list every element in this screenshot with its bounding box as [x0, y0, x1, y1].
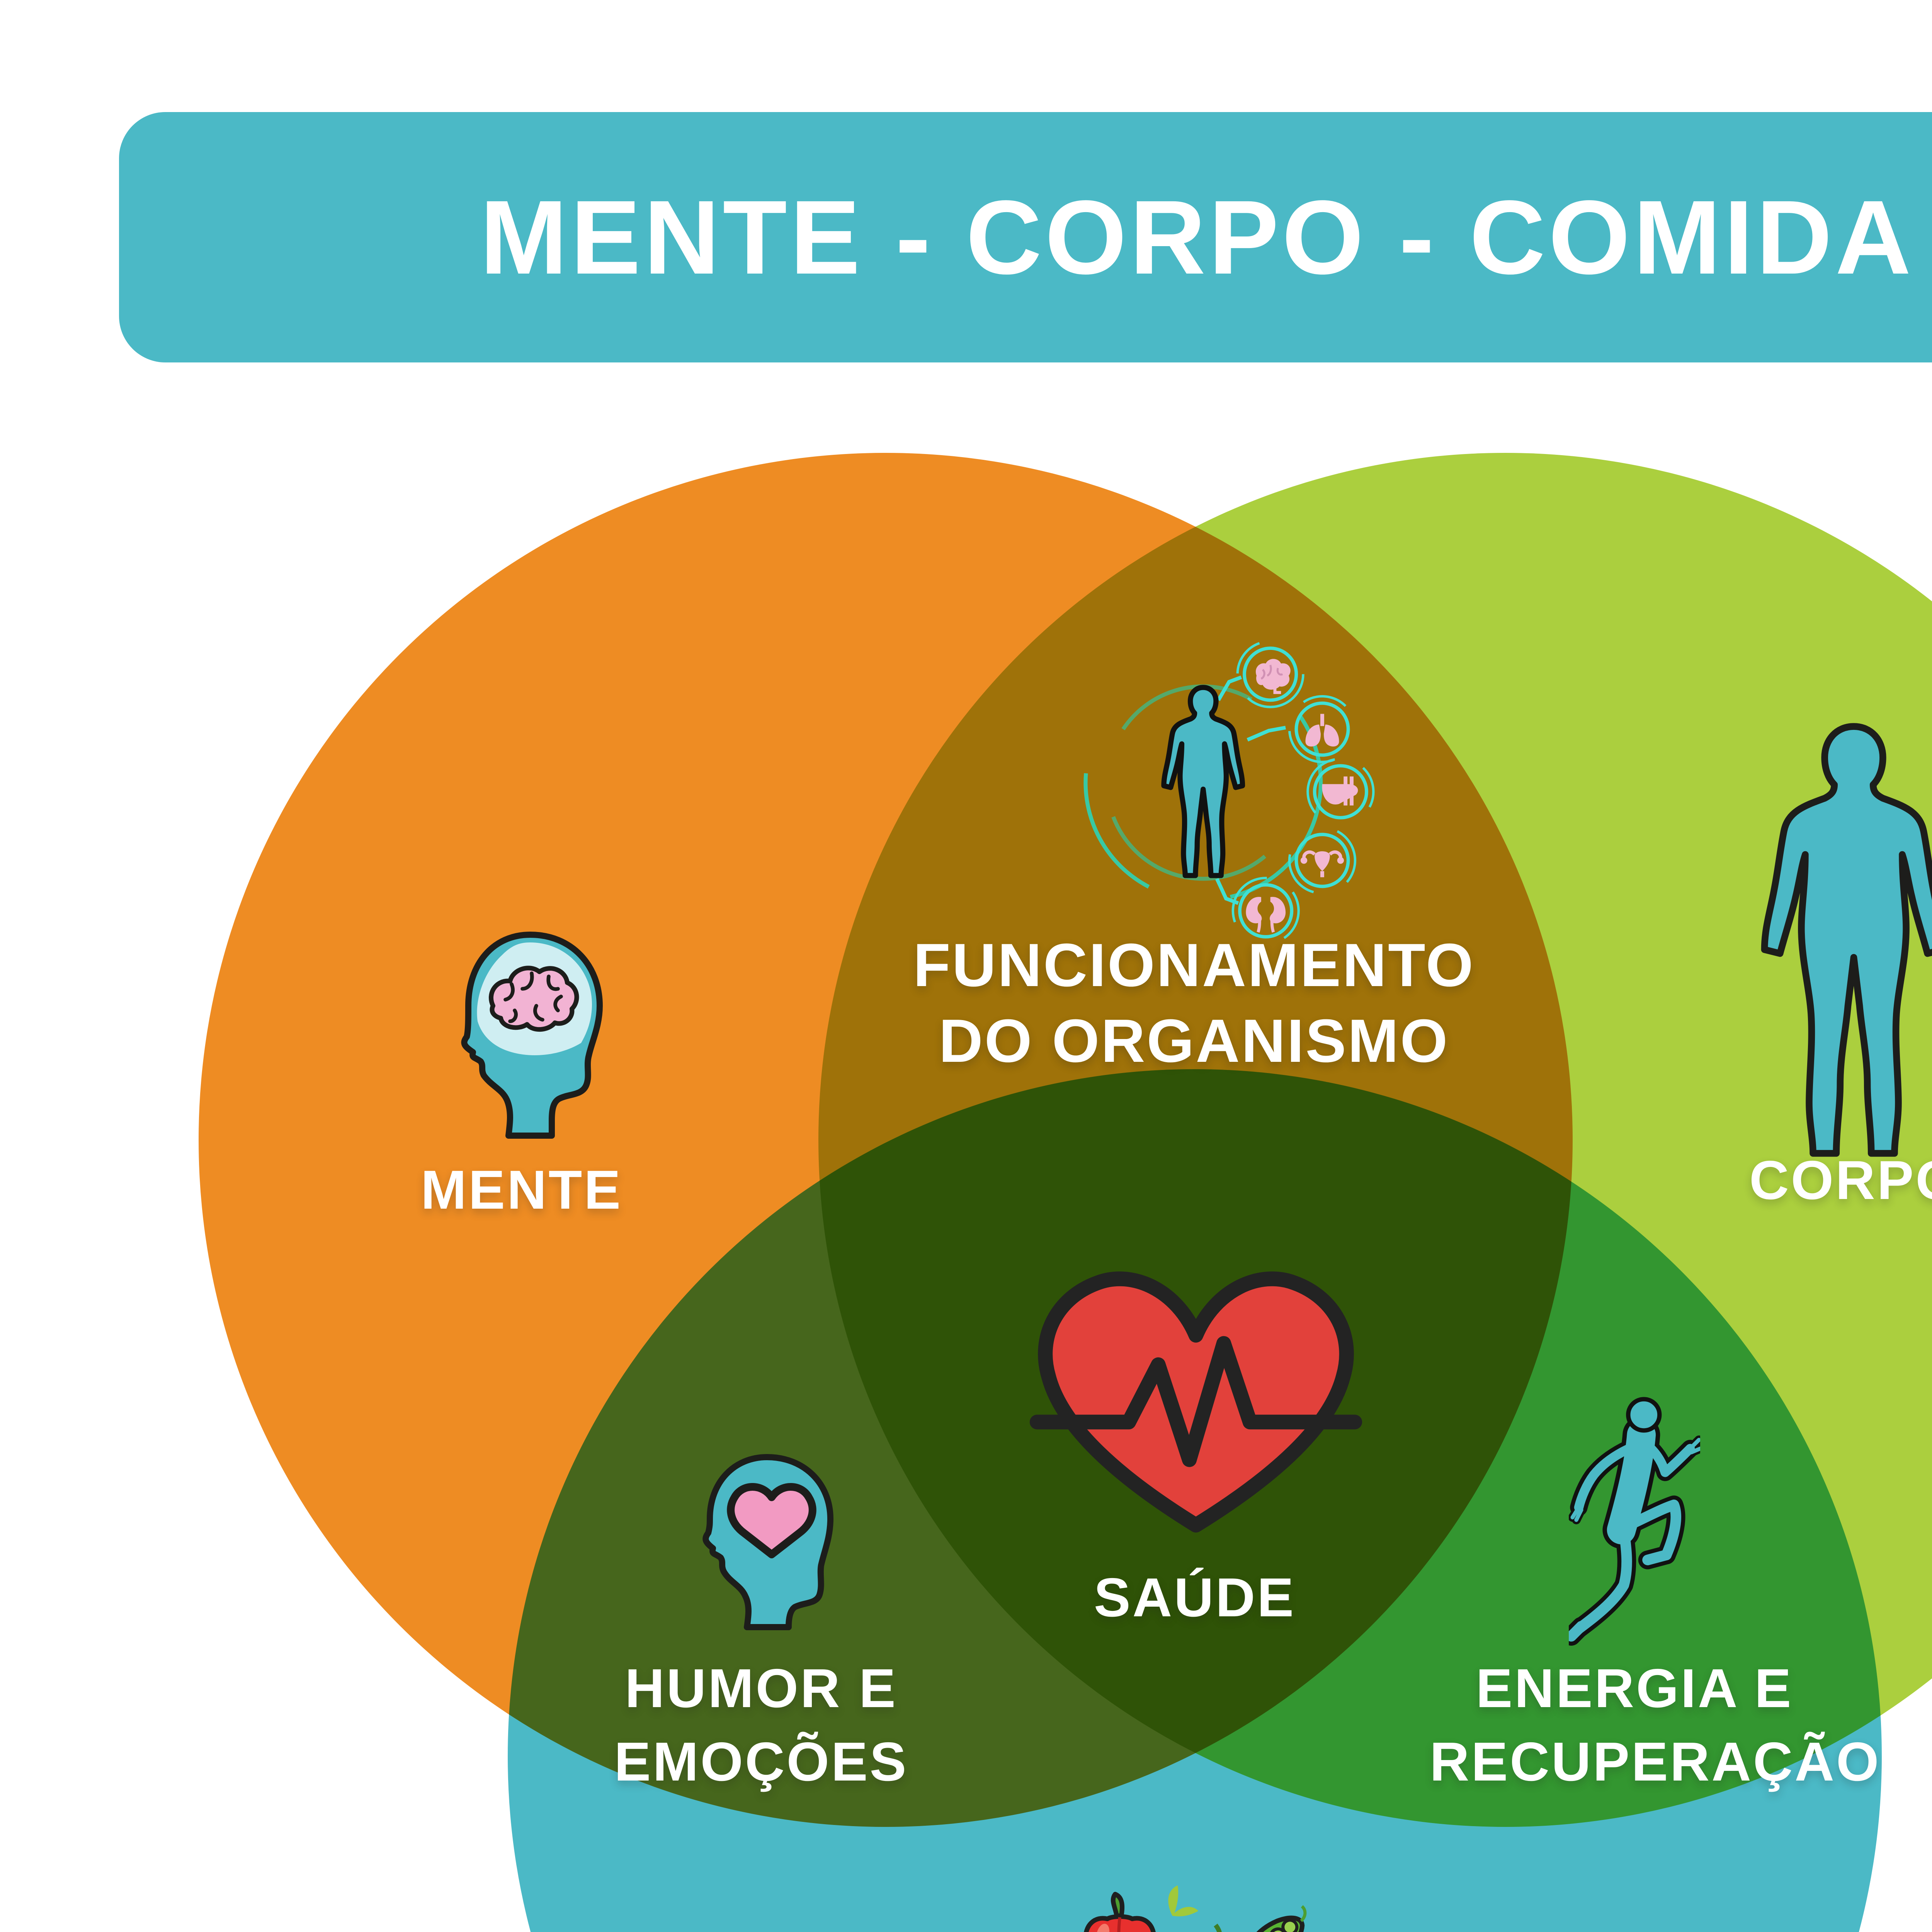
organ-bubble-kidneys — [1231, 877, 1300, 945]
human-body-icon — [1761, 723, 1932, 1157]
label-energia-line1: ENERGIA E — [1476, 1658, 1793, 1719]
body-organs-icon — [1083, 640, 1375, 945]
title-banner: MENTE - CORPO - COMIDA — [119, 112, 1932, 362]
page-title: MENTE - CORPO - COMIDA — [480, 178, 1914, 296]
heart — [727, 1483, 816, 1558]
brain-folds — [503, 971, 563, 1023]
bell-pepper — [1084, 1892, 1156, 1932]
label-saude: SAÚDE — [1094, 1567, 1296, 1628]
pea-pod — [1246, 1905, 1307, 1932]
tomato — [1214, 1923, 1222, 1932]
label-humor: HUMOR E EMOÇÕES — [597, 1652, 925, 1799]
runner-body — [1569, 1420, 1700, 1642]
pulse-line — [1029, 1336, 1362, 1467]
body-silhouette — [1761, 723, 1932, 1157]
running-person-icon — [1569, 1397, 1700, 1646]
label-funcionamento-line1: FUNCIONAMENTO — [913, 931, 1475, 999]
label-energia: ENERGIA E RECUPERAÇÃO — [1430, 1652, 1881, 1799]
vegetable-bowl-icon — [1084, 1885, 1307, 1932]
label-humor-line2: EMOÇÕES — [614, 1731, 908, 1793]
runner-head — [1626, 1397, 1662, 1433]
label-energia-line2: RECUPERAÇÃO — [1430, 1731, 1881, 1793]
head-with-brain-icon — [461, 932, 603, 1139]
label-mente: MENTE — [421, 1159, 622, 1221]
label-humor-line1: HUMOR E — [625, 1658, 898, 1719]
label-corpo: CORPO — [1749, 1150, 1932, 1211]
head-with-heart-icon — [702, 1454, 833, 1630]
mini-body — [1161, 685, 1245, 878]
organ-bubble-uterus — [1288, 826, 1357, 895]
label-funcionamento-line2: DO ORGANISMO — [939, 1007, 1449, 1075]
heart — [1038, 1271, 1354, 1533]
heart-pulse-icon — [1029, 1271, 1362, 1533]
organ-bubble-brain — [1236, 640, 1304, 708]
label-funcionamento: FUNCIONAMENTO DO ORGANISMO — [873, 927, 1515, 1079]
organ-bubble-lungs — [1288, 695, 1357, 764]
leaves — [1168, 1885, 1199, 1917]
